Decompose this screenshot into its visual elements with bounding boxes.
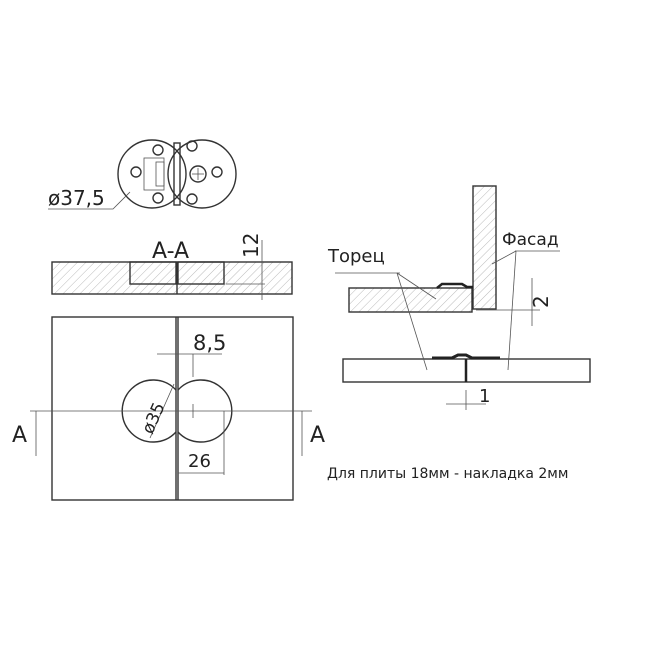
depth-label: 12 bbox=[239, 233, 263, 258]
section-mark-left: A bbox=[12, 423, 27, 448]
hinge-top-view: ø37,5 bbox=[48, 139, 237, 210]
label-end: Торец bbox=[327, 246, 385, 267]
offset-label: 8,5 bbox=[193, 331, 226, 355]
section-mark-right: A bbox=[310, 423, 325, 448]
distance-label: 26 bbox=[188, 451, 211, 472]
side-view: 2 1 Торец Фасад bbox=[327, 185, 591, 410]
screw-icon bbox=[130, 140, 223, 205]
gap-label: 1 bbox=[479, 386, 490, 407]
label-facade: Фасад bbox=[502, 230, 559, 250]
overlay-label: 2 bbox=[529, 295, 553, 308]
caption: Для плиты 18мм - накладка 2мм bbox=[327, 466, 568, 482]
front-view: A A 8,5 26 ø35 bbox=[12, 316, 325, 501]
section-title: A-A bbox=[152, 239, 189, 264]
section-a-a: A-A 12 bbox=[51, 233, 293, 300]
diameter-label: ø37,5 bbox=[48, 186, 105, 210]
